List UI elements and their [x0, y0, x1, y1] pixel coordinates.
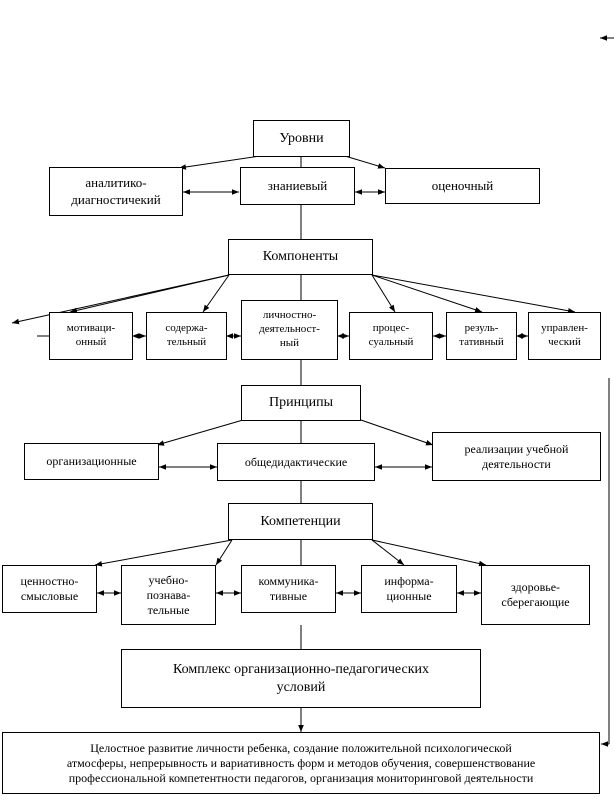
competency-health-saving: здоровье- сберегающие [481, 565, 590, 625]
component-motivational: мотиваци- онный [49, 312, 133, 360]
principles-header: Принципы [241, 385, 361, 421]
component-content: содержа- тельный [146, 312, 227, 360]
competency-communicative: коммуника- тивные [241, 565, 336, 613]
competency-informational: информа- ционные [361, 565, 457, 613]
components-header: Компоненты [228, 239, 373, 275]
component-procedural: процес- суальный [349, 312, 433, 360]
competency-learning-cognitive: учебно- познава- тельные [121, 565, 216, 625]
level-evaluative: оценочный [385, 168, 540, 204]
component-personal-activity: личностно- деятельност- ный [241, 300, 338, 360]
principle-organizational: организационные [24, 443, 159, 480]
component-managerial: управлен- ческий [528, 312, 601, 360]
principle-general-didactic: общедидактические [217, 443, 375, 481]
principle-learning-activity: реализации учебной деятельности [432, 432, 601, 481]
competency-value-semantic: ценностно- смысловые [2, 565, 97, 613]
component-resultative: резуль- тативный [446, 312, 517, 360]
level-analytical-diagnostic: аналитико- диагностичекий [49, 167, 183, 216]
level-knowledge: знаниевый [240, 167, 355, 205]
result-box: Целостное развитие личности ребенка, соз… [2, 732, 600, 794]
complex-of-conditions: Комплекс организационно-педагогических у… [121, 649, 481, 708]
competencies-header: Компетенции [228, 503, 373, 540]
levels-header: Уровни [253, 120, 350, 157]
